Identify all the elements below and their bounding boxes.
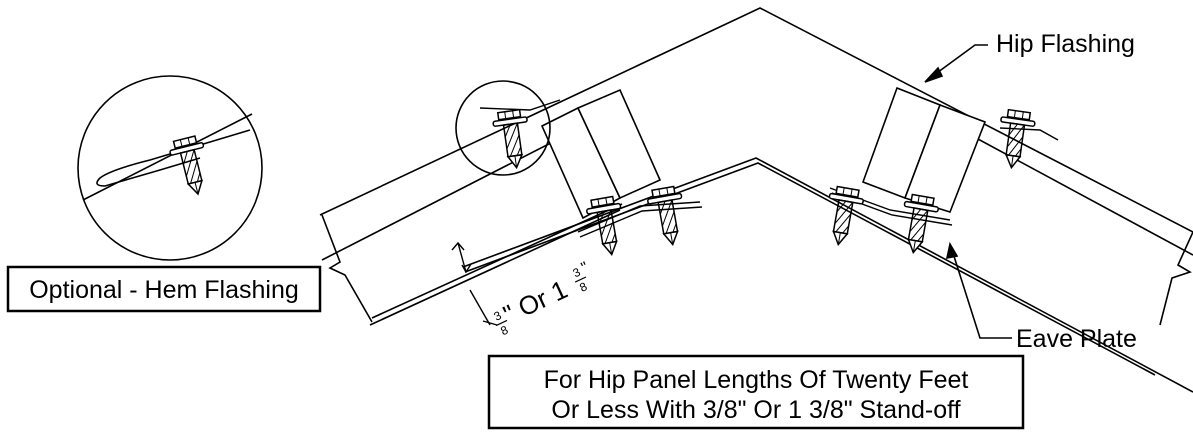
detail-callout-circle xyxy=(455,80,551,176)
optional-hem-box xyxy=(6,265,322,313)
left-panel-bottom-2 xyxy=(371,203,623,319)
optional-hem-label: Optional - Hem Flashing xyxy=(29,276,299,304)
hem-flashing-detail xyxy=(77,75,263,261)
left-panel-top xyxy=(321,127,581,261)
standoff-fraction-den-2: 8 xyxy=(577,279,589,295)
right-break xyxy=(1159,231,1193,326)
right-panel-top xyxy=(951,124,1193,256)
note-line-1: For Hip Panel Lengths Of Twenty Feet xyxy=(544,366,969,394)
note-line-2: Or Less With 3/8" Or 1 3/8" Stand-off xyxy=(551,396,960,424)
screw-mid-left-2 xyxy=(645,184,691,249)
left-standoff-brackets xyxy=(540,88,662,220)
screw-top-right xyxy=(993,108,1037,171)
standoff-or-text: " Or 1 xyxy=(499,274,572,330)
left-break xyxy=(321,214,373,323)
standoff-label: 3 8 " Or 1 3 8 " xyxy=(492,259,592,338)
screw-top-left xyxy=(491,108,535,171)
hip-flashing-leader xyxy=(924,44,988,83)
eave-plate-label: Eave Plate xyxy=(1016,325,1137,353)
hip-flashing-label: Hip Flashing xyxy=(996,30,1135,58)
note-box xyxy=(487,354,1025,430)
eave-plate-line-1 xyxy=(462,157,1193,393)
hip-flashing-line xyxy=(319,7,1193,233)
eave-plate-leader xyxy=(945,241,1012,339)
roof-outline xyxy=(319,7,1193,393)
standoff-dimension xyxy=(451,241,498,326)
right-standoff-brackets xyxy=(861,86,987,213)
left-panel-bottom xyxy=(369,209,621,326)
screw-mid-right-2 xyxy=(895,192,941,257)
